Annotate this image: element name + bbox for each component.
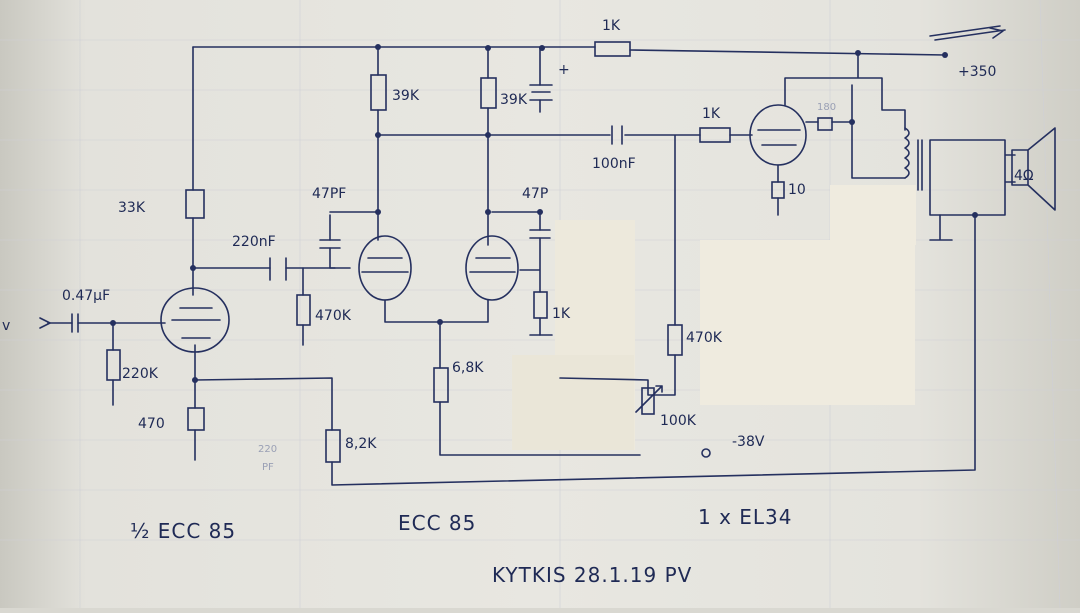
label-input: v <box>2 318 10 334</box>
tube-ecc85-half <box>160 287 230 353</box>
label-100n: 100nF <box>592 156 636 172</box>
resistor-39k-a <box>370 74 387 111</box>
label-470k-b: 470K <box>686 330 723 346</box>
resistor-33k <box>185 189 205 219</box>
cap-100n <box>611 125 623 145</box>
cap-220n <box>269 257 287 281</box>
label-220k: 220K <box>122 366 159 382</box>
label-neg-38: -38V <box>732 434 765 450</box>
caption-stage1: ½ ECC 85 <box>130 519 236 543</box>
resistor-470 <box>187 407 205 431</box>
resistor-10 <box>771 181 785 199</box>
label-plus-350: +350 <box>958 64 996 80</box>
label-33k: 33K <box>118 200 146 216</box>
resistor-8k2 <box>325 429 341 463</box>
output-transformer <box>904 127 923 191</box>
cap-47pf-a <box>319 239 341 249</box>
input-arrow <box>39 317 51 329</box>
label-180: 180 <box>817 102 836 113</box>
stage1-wiring <box>47 46 976 486</box>
label-470: 470 <box>138 416 165 432</box>
label-39k-a: 39K <box>392 88 420 104</box>
label-faint-220: 220 <box>258 444 277 455</box>
tube-el34 <box>749 104 807 166</box>
label-6k8: 6,8K <box>452 360 484 376</box>
cap-47p-b <box>529 229 551 239</box>
resistor-220k <box>106 349 121 381</box>
label-1k-grid: 1K <box>702 106 721 122</box>
label-speaker-ohm: 4Ω <box>1014 168 1034 184</box>
rail-arrow <box>929 25 1006 41</box>
sticky-notes <box>512 185 916 450</box>
label-047: 0.47µF <box>62 288 110 304</box>
label-10: 10 <box>788 182 806 198</box>
label-100k: 100K <box>660 413 697 429</box>
label-220n: 220nF <box>232 234 276 250</box>
speaker-icon <box>1011 127 1056 211</box>
label-faint-pf: PF <box>262 462 274 473</box>
tube-ecc85-b <box>465 235 519 301</box>
resistor-470k-b <box>667 324 683 356</box>
signature: KYTKIS 28.1.19 PV <box>492 563 692 587</box>
label-47p-b: 47P <box>522 186 548 202</box>
label-47pf-a: 47PF <box>312 186 346 202</box>
resistor-1k-b <box>533 291 548 319</box>
sticky-note-b <box>512 355 634 450</box>
label-8k2: 8,2K <box>345 436 377 452</box>
pot-100k <box>641 387 655 415</box>
resistor-180 <box>817 117 833 131</box>
resistor-6k8 <box>433 367 449 403</box>
bplus-rail <box>192 46 946 56</box>
terminal-neg <box>701 448 711 458</box>
stage2-wiring <box>329 46 753 456</box>
label-1k-b: 1K <box>552 306 571 322</box>
label-39k-b: 39K <box>500 92 528 108</box>
resistor-470k-a <box>296 294 311 326</box>
tube-ecc85-a <box>358 235 412 301</box>
caption-stage3: 1 x EL34 <box>698 505 793 529</box>
label-470k-a: 470K <box>315 308 352 324</box>
label-cap-plus: + <box>558 62 570 78</box>
label-1k-top: 1K <box>602 18 621 34</box>
resistor-1k-grid <box>699 127 731 143</box>
caption-stage2: ECC 85 <box>398 511 476 535</box>
cap-047 <box>71 313 79 333</box>
electrolytic-cap <box>529 84 553 101</box>
sticky-note-d <box>830 185 916 245</box>
resistor-39k-b <box>480 77 497 109</box>
sticky-note-c <box>700 240 915 405</box>
resistor-1k-top <box>594 41 631 57</box>
